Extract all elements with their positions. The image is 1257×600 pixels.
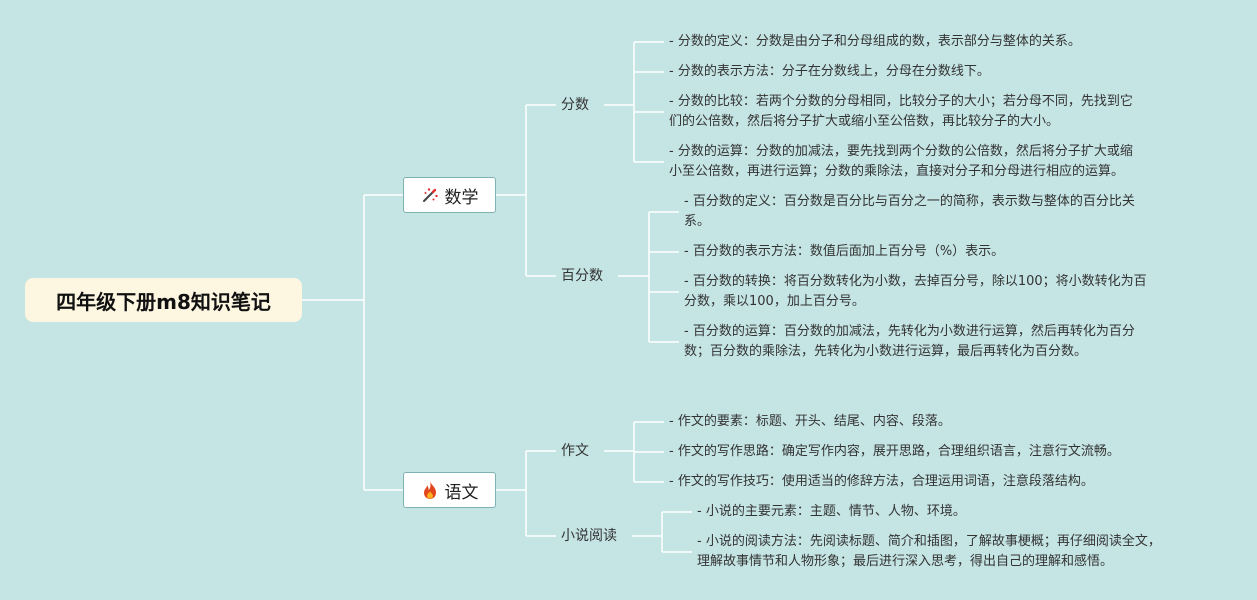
- leaf-percent-notation[interactable]: - 百分数的表示方法：数值后面加上百分号（%）表示。: [684, 244, 1005, 259]
- leaf-fraction-comparison[interactable]: - 分数的比较：若两个分数的分母相同，比较分子的大小；若分母不同，先找到它 们的…: [669, 94, 1133, 129]
- leaf-percent-conversion[interactable]: - 百分数的转换：将百分数转化为小数，去掉百分号，除以100；将小数转化为百 分…: [684, 274, 1147, 309]
- root-topic-label: 四年级下册m8知识笔记: [56, 289, 271, 314]
- leaf-novel-elements[interactable]: - 小说的主要元素：主题、情节、人物、环境。: [697, 504, 966, 519]
- leaf-percent-definition[interactable]: - 百分数的定义：百分数是百分比与百分之一的简称，表示数与整体的百分比关 系。: [684, 194, 1135, 229]
- branch-chinese-label: 语文: [444, 482, 479, 503]
- leaf-fraction-definition[interactable]: - 分数的定义：分数是由分子和分母组成的数，表示部分与整体的关系。: [669, 34, 1081, 49]
- branch-math[interactable]: 数学: [403, 177, 496, 213]
- leaf-novel-reading-method[interactable]: - 小说的阅读方法：先阅读标题、简介和插图，了解故事梗概；再仔细阅读全文， 理解…: [697, 534, 1161, 569]
- leaf-percent-operations[interactable]: - 百分数的运算：百分数的加减法，先转化为小数进行运算，然后再转化为百分 数；百…: [684, 324, 1135, 359]
- leaf-composition-techniques[interactable]: - 作文的写作技巧：使用适当的修辞方法，合理运用词语，注意段落结构。: [669, 474, 1094, 489]
- magic-wand-icon: [421, 186, 439, 204]
- leaf-composition-approach[interactable]: - 作文的写作思路：确定写作内容，展开思路，合理组织语言，注意行文流畅。: [669, 444, 1120, 459]
- fire-icon: [421, 480, 439, 500]
- sub-composition[interactable]: 作文: [561, 443, 589, 459]
- sub-novel-reading[interactable]: 小说阅读: [561, 528, 617, 544]
- sub-percentages[interactable]: 百分数: [561, 268, 603, 284]
- root-topic[interactable]: 四年级下册m8知识笔记: [25, 278, 302, 322]
- leaf-composition-elements[interactable]: - 作文的要素：标题、开头、结尾、内容、段落。: [669, 414, 951, 429]
- leaf-fraction-operations[interactable]: - 分数的运算：分数的加减法，要先找到两个分数的公倍数，然后将分子扩大或缩 小至…: [669, 144, 1133, 179]
- leaf-fraction-notation[interactable]: - 分数的表示方法：分子在分数线上，分母在分数线下。: [669, 64, 990, 79]
- sub-fractions[interactable]: 分数: [561, 97, 589, 113]
- branch-math-label: 数学: [444, 187, 479, 208]
- branch-chinese[interactable]: 语文: [403, 472, 496, 508]
